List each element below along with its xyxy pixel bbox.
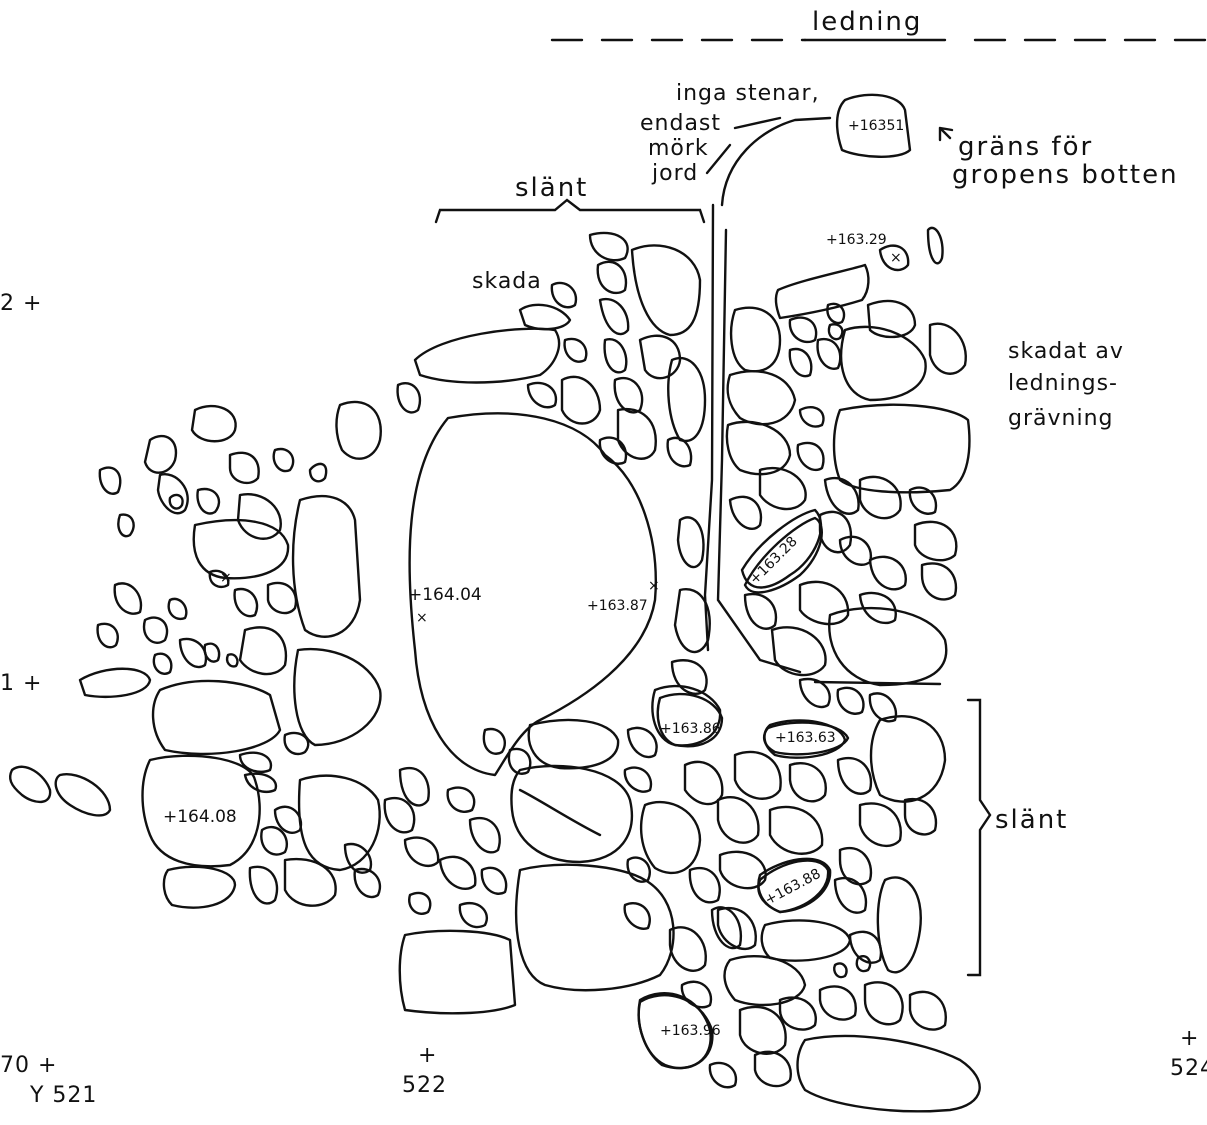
slant-right-bracket [966, 698, 992, 977]
stone-16396 [637, 994, 714, 1070]
pointer-jord [705, 143, 732, 175]
elevation-16404: +164.04 [408, 585, 482, 605]
crack-line [518, 788, 602, 837]
label-skadat-av: skadat av [1008, 339, 1124, 364]
label-slant-right: slänt [995, 805, 1068, 835]
boundary-line-horizontal [813, 680, 942, 686]
elevation-16329: +163.29 [826, 232, 887, 248]
stone-top-pit [835, 93, 912, 158]
elevation-16387: +163.87 [587, 598, 648, 614]
stone-16386 [656, 692, 724, 748]
label-gropens-botten: gropens botten [952, 160, 1179, 190]
grid-522: 522 [402, 1073, 447, 1098]
grid-left-mid: 1 + [0, 671, 42, 696]
elevation-16408: +164.08 [163, 807, 237, 827]
slant-top-bracket [434, 198, 706, 224]
stone-16328 [743, 516, 823, 594]
elevation-16396: +163.96 [660, 1023, 721, 1039]
marker-16387: × [648, 578, 660, 594]
label-endast: endast [640, 111, 721, 136]
large-central-stone [408, 412, 657, 777]
label-gravning: grävning [1008, 406, 1113, 431]
boundary-line-right [716, 228, 802, 674]
elevation-16351: +16351 [848, 118, 904, 134]
pointer-grans [938, 126, 954, 142]
marker-misc: × [220, 570, 232, 586]
marker-16404: × [416, 610, 428, 626]
stone-group-left [8, 404, 382, 909]
label-jord: jord [651, 161, 698, 186]
stone-group-center-left [335, 231, 711, 695]
elevation-16363: +163.63 [775, 730, 836, 746]
stone-group-center-bottom [383, 684, 743, 1015]
marker-16329: × [890, 250, 902, 266]
grid-mark-524: + [1180, 1026, 1199, 1051]
boundary-line-left [703, 203, 715, 652]
label-mork: mörk [648, 136, 709, 161]
grid-left-top: 2 + [0, 291, 42, 316]
stone-16388 [757, 859, 830, 914]
grid-mark-522: + [418, 1043, 437, 1068]
label-grans-for: gräns för [958, 132, 1093, 162]
label-inga-stenar: inga stenar, [676, 81, 820, 106]
elevation-16386: +163.86 [660, 721, 721, 737]
stone-16363 [762, 721, 850, 756]
label-lednings: lednings- [1008, 371, 1118, 396]
grid-y521: Y 521 [29, 1083, 97, 1108]
ledning-label: ledning [812, 7, 922, 37]
grid-left-bottom: 70 + [0, 1053, 57, 1078]
label-skada: skada [472, 269, 542, 294]
pit-boundary-arc [720, 116, 832, 207]
label-slant-top: slänt [515, 173, 588, 203]
pointer-endast [733, 116, 782, 130]
grid-524: 524 [1170, 1056, 1207, 1081]
